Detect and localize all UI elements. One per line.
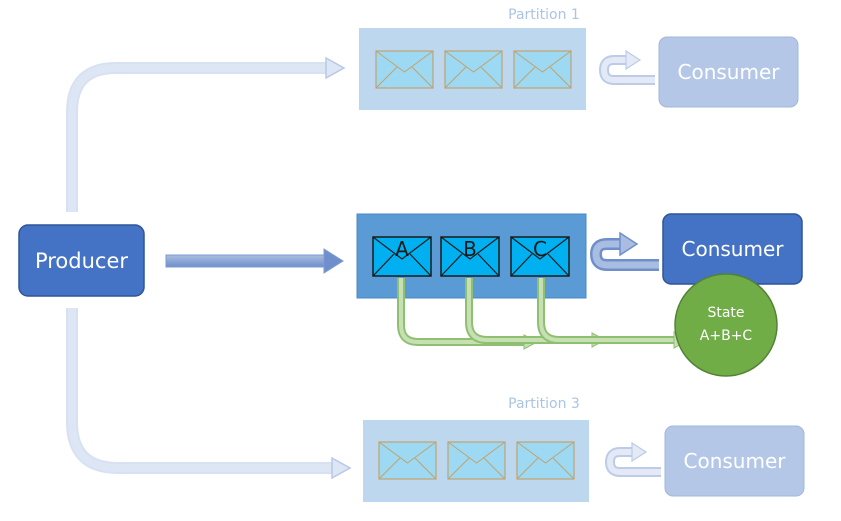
state-circle: State A+B+C <box>674 273 778 377</box>
message-label-a: A <box>395 237 409 261</box>
envelope-icon: C <box>510 236 570 277</box>
arrow-producer-to-partition-1 <box>66 56 346 212</box>
envelope-icon <box>513 50 572 89</box>
partition-2: A B C Consumer State A+B+C <box>356 213 803 377</box>
state-value: A+B+C <box>700 328 753 344</box>
u-turn-arrow-icon <box>604 441 661 477</box>
partition-3: Partition 3 Consumer <box>363 396 805 502</box>
u-turn-arrow-icon <box>589 231 659 271</box>
consumer-2-box: Consumer <box>662 213 803 285</box>
consumer-3-label: Consumer <box>684 449 787 473</box>
partition-1: Partition 1 Consumer <box>359 7 799 110</box>
arrow-producer-to-partition-2 <box>165 248 344 274</box>
partition-3-label: Partition 3 <box>508 396 580 412</box>
consumer-3-box: Consumer <box>664 425 805 497</box>
partition-1-label: Partition 1 <box>508 7 580 23</box>
envelope-icon: A <box>372 236 432 277</box>
consumer-1-label: Consumer <box>678 60 781 84</box>
message-label-b: B <box>463 237 477 261</box>
envelope-icon <box>516 441 575 480</box>
consumer-1-box: Consumer <box>658 36 799 108</box>
message-label-c: C <box>533 237 547 261</box>
envelope-icon <box>447 441 506 480</box>
u-turn-arrow-icon <box>598 49 655 85</box>
envelope-icon <box>375 50 434 89</box>
producer-label: Producer <box>35 249 128 273</box>
consumer-2-label: Consumer <box>682 237 785 261</box>
state-title: State <box>707 305 744 321</box>
message-flow-to-state <box>397 278 691 350</box>
envelope-icon <box>378 441 437 480</box>
envelope-icon: B <box>440 236 500 277</box>
arrow-producer-to-partition-3 <box>66 308 352 480</box>
producer-box: Producer <box>18 224 145 297</box>
envelope-icon <box>444 50 503 89</box>
